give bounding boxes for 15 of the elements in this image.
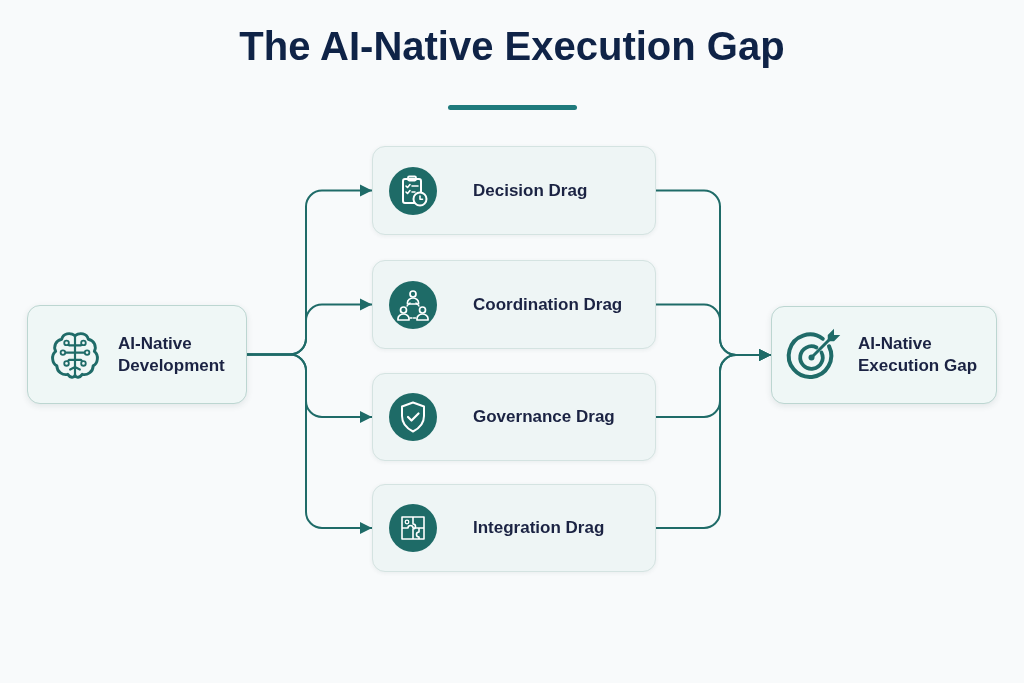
process-box — [771, 306, 997, 404]
arrow — [655, 349, 772, 529]
node-label: AI-Native Execution Gap — [858, 333, 979, 377]
process-box — [27, 305, 247, 404]
node-label: Decision Drag — [473, 179, 588, 202]
node-label: Integration Drag — [473, 517, 605, 539]
node-label: Coordination Drag — [473, 293, 623, 316]
node-label: Governance Drag — [473, 406, 615, 428]
process-box — [372, 146, 656, 235]
node-label: AI-Native Development — [118, 332, 226, 377]
title: The AI-Native Execution Gap — [239, 23, 785, 70]
process-box — [372, 484, 656, 572]
arrow — [246, 353, 373, 534]
process-box — [372, 260, 656, 349]
process-box — [372, 373, 656, 461]
